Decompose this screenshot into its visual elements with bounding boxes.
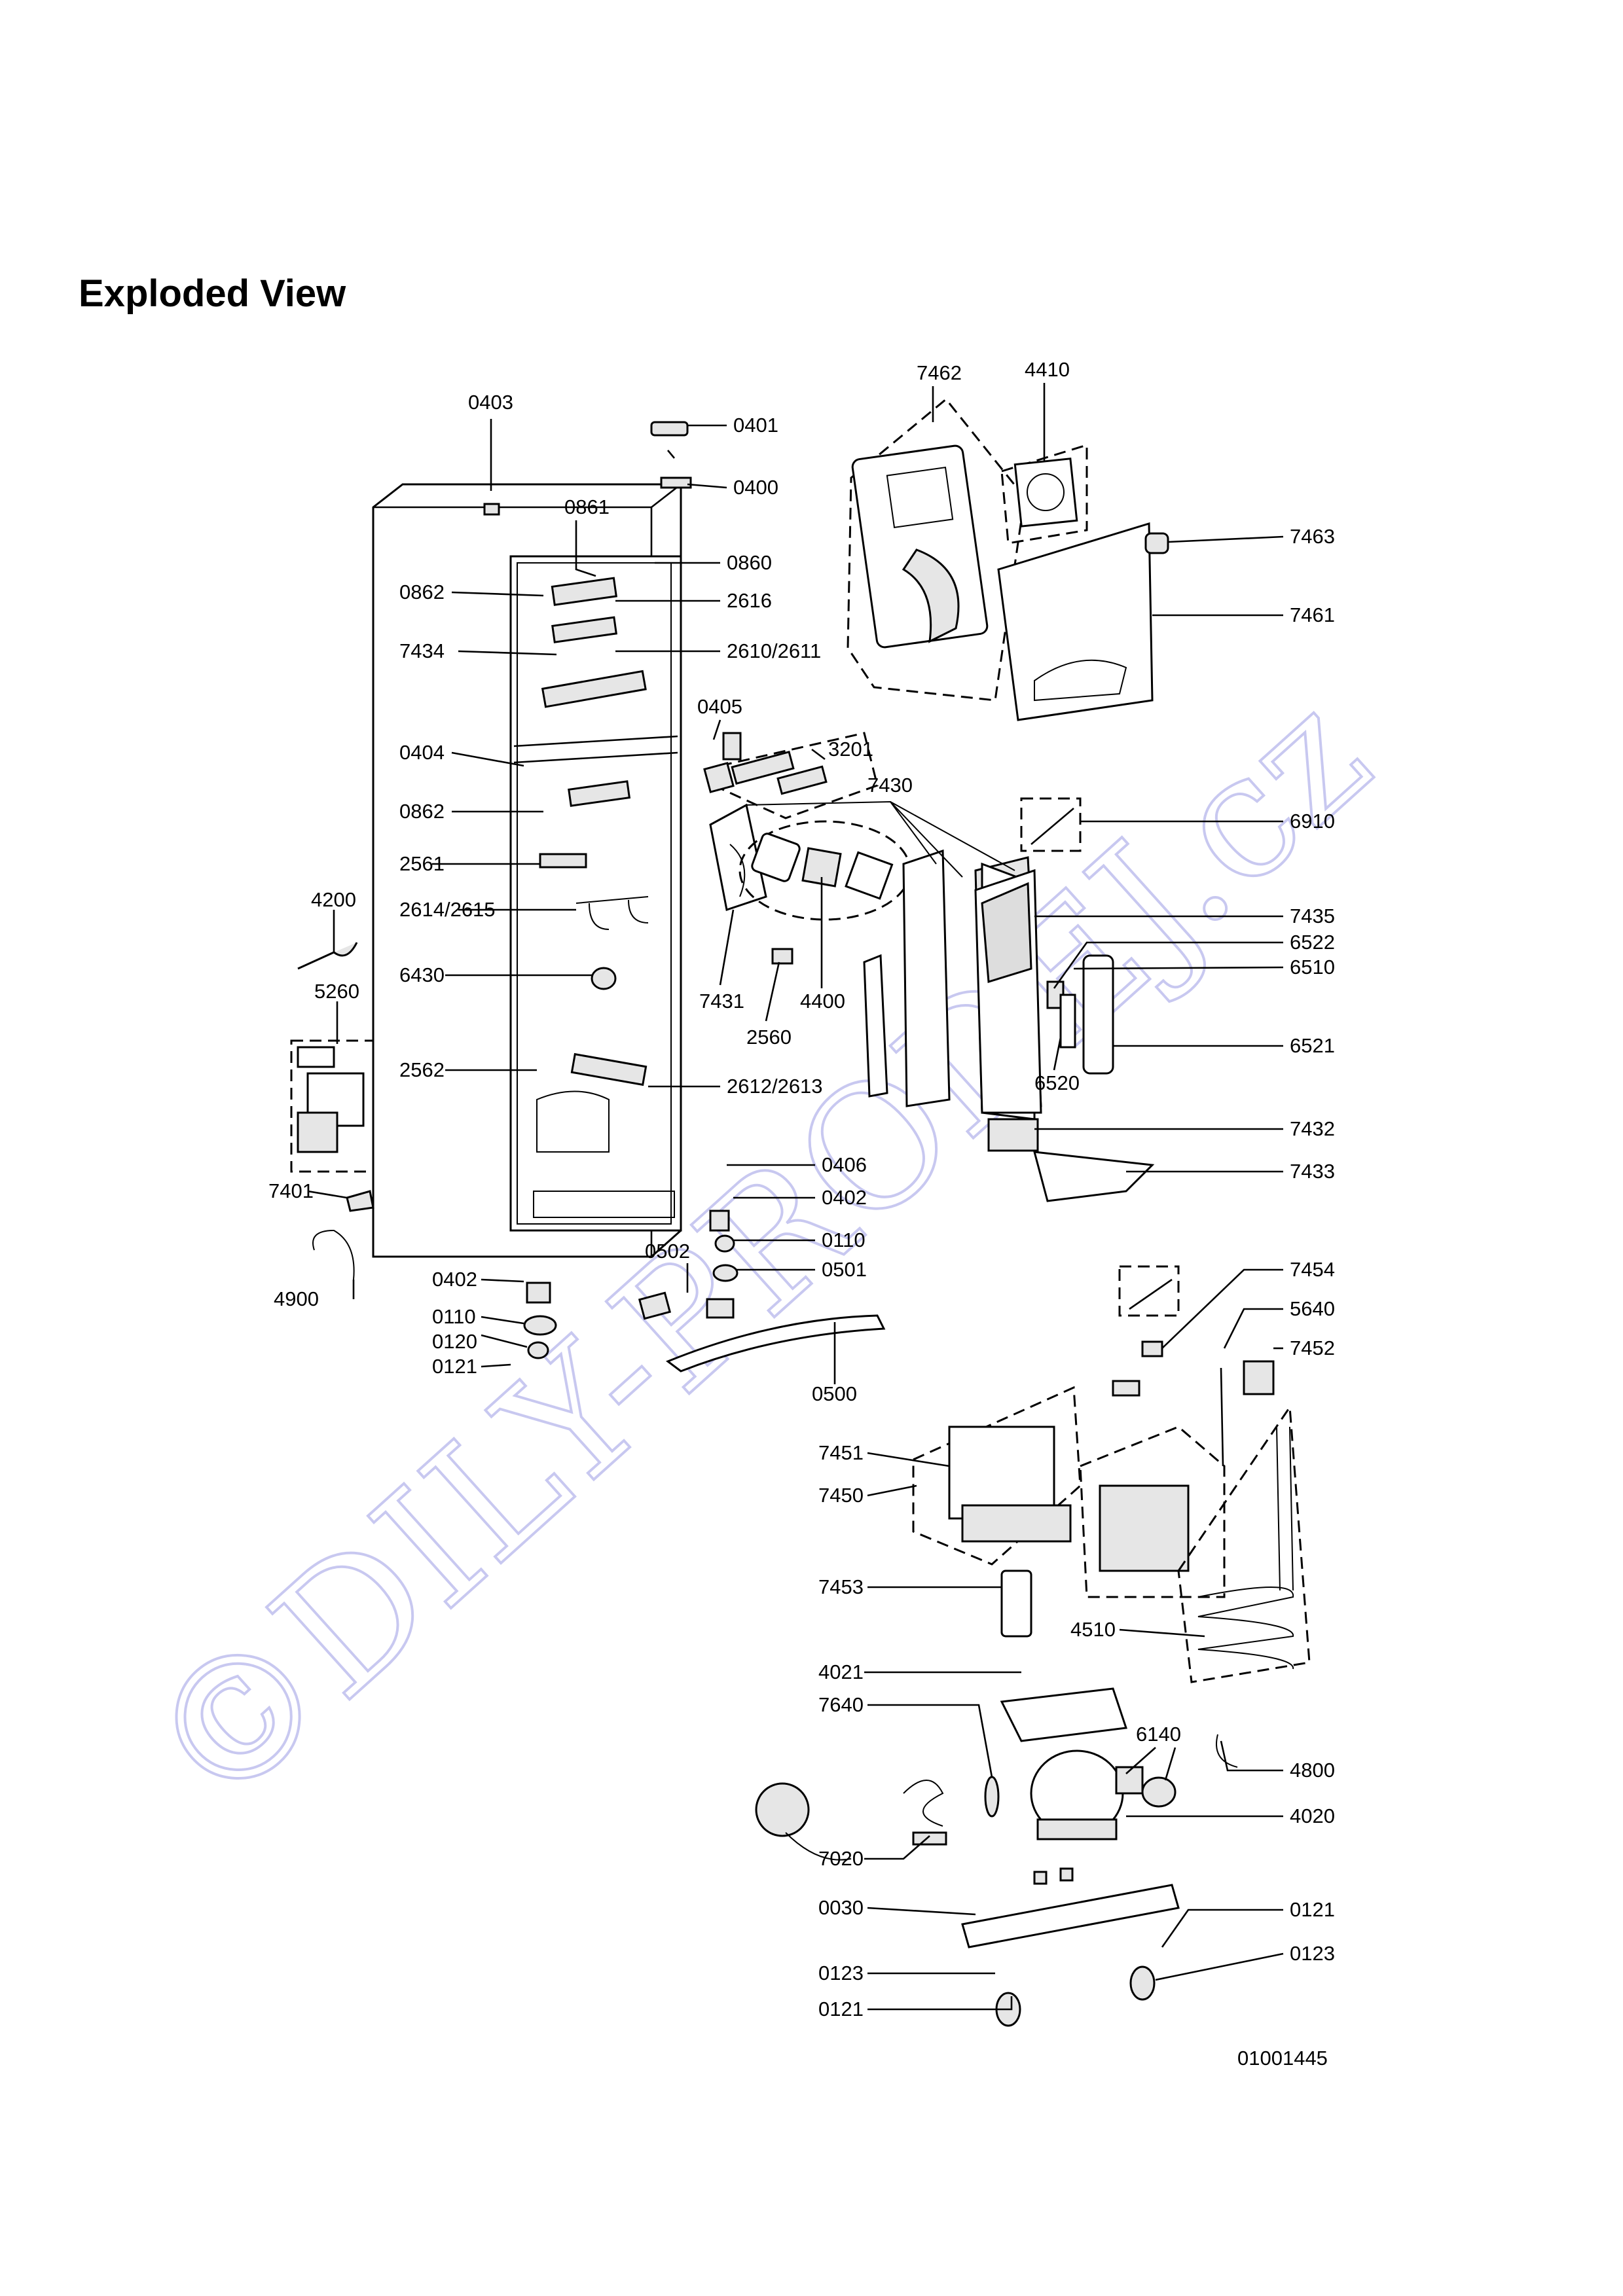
callout-0501: 0501: [822, 1258, 867, 1281]
callout-0862: 0862: [399, 581, 445, 603]
callout-0121-bottom: 0121: [818, 1998, 864, 2020]
left-parts: [290, 942, 374, 1280]
callout-6910: 6910: [1290, 810, 1335, 833]
callout-0406: 0406: [822, 1153, 867, 1176]
callout-4400: 4400: [800, 990, 845, 1013]
bottom-hinge-parts: [523, 421, 886, 1372]
callout-0400: 0400: [733, 476, 778, 499]
page-title: Exploded View: [79, 272, 346, 315]
callout-5640: 5640: [1290, 1297, 1335, 1320]
callout-4410: 4410: [1025, 358, 1070, 381]
callout-0121-right: 0121: [1290, 1898, 1335, 1921]
callout-6522: 6522: [1290, 931, 1335, 954]
callout-0502: 0502: [645, 1240, 690, 1263]
air-duct-group: [703, 732, 1042, 1121]
callout-0860: 0860: [727, 551, 772, 574]
compressor-group: [755, 1265, 1311, 2027]
callout-labels: 0403 0401 0400 0861 0860 0862 2616 7434 …: [268, 358, 1335, 2070]
callout-0030: 0030: [818, 1896, 864, 1919]
callout-0402: 0402: [822, 1186, 867, 1209]
leader-lines: [307, 383, 1284, 2011]
callout-4021: 4021: [818, 1660, 864, 1683]
callout-5260: 5260: [314, 980, 359, 1003]
callout-6140: 6140: [1136, 1723, 1181, 1746]
callout-0401: 0401: [733, 414, 778, 437]
callout-4900: 4900: [274, 1287, 319, 1310]
callout-2614-2615: 2614/2615: [399, 898, 496, 921]
watermark: ©DILY-PRODEJ.cz: [109, 655, 1407, 1851]
callout-6520: 6520: [1034, 1071, 1080, 1094]
callout-4510: 4510: [1070, 1618, 1116, 1641]
callout-7451: 7451: [818, 1441, 864, 1464]
callout-6510: 6510: [1290, 956, 1335, 978]
callout-0862-lower: 0862: [399, 800, 445, 823]
callout-7461: 7461: [1290, 603, 1335, 626]
callout-2562: 2562: [399, 1058, 445, 1081]
drawing-code: 01001445: [1237, 2047, 1328, 2070]
callout-7462: 7462: [917, 361, 962, 384]
callout-4020: 4020: [1290, 1804, 1335, 1827]
callout-7450: 7450: [818, 1484, 864, 1507]
callout-0123-right: 0123: [1290, 1942, 1335, 1965]
callout-4800: 4800: [1290, 1759, 1335, 1782]
callout-2560: 2560: [746, 1026, 792, 1049]
callout-0121: 0121: [432, 1355, 477, 1378]
callout-7431: 7431: [699, 990, 744, 1013]
callout-0405: 0405: [697, 695, 742, 718]
callout-0404: 0404: [399, 741, 445, 764]
callout-7453: 7453: [818, 1575, 864, 1598]
callout-7435: 7435: [1290, 905, 1335, 927]
callout-4200: 4200: [311, 888, 356, 911]
callout-6521: 6521: [1290, 1034, 1335, 1057]
callout-0402-lower: 0402: [432, 1268, 477, 1291]
callout-3201: 3201: [828, 738, 873, 761]
evaporator-cover-group: [847, 397, 1169, 721]
callout-7434: 7434: [399, 639, 445, 662]
callout-7020: 7020: [818, 1847, 864, 1870]
callout-7452: 7452: [1290, 1336, 1335, 1359]
callout-7430: 7430: [867, 774, 913, 797]
callout-6430: 6430: [399, 963, 445, 986]
callout-0110-lower: 0110: [432, 1305, 476, 1328]
callout-2610-2611: 2610/2611: [727, 639, 821, 662]
callout-0110: 0110: [822, 1229, 866, 1251]
callout-2612-2613: 2612/2613: [727, 1075, 823, 1098]
callout-7454: 7454: [1290, 1258, 1335, 1281]
callout-7640: 7640: [818, 1693, 864, 1716]
cabinet-body: [372, 483, 682, 1258]
callout-2616: 2616: [727, 589, 772, 612]
callout-7463: 7463: [1290, 525, 1335, 548]
callout-7432: 7432: [1290, 1117, 1335, 1140]
callout-0123-left: 0123: [818, 1962, 864, 1984]
watermark-text: ©DILY-PRODEJ.cz: [111, 656, 1406, 1850]
callout-2561: 2561: [399, 852, 445, 875]
callout-7433: 7433: [1290, 1160, 1335, 1183]
callout-0861: 0861: [564, 495, 610, 518]
callout-0120: 0120: [432, 1330, 477, 1353]
callout-7401: 7401: [268, 1179, 314, 1202]
callout-0500: 0500: [812, 1382, 857, 1405]
callout-0403: 0403: [468, 391, 513, 414]
